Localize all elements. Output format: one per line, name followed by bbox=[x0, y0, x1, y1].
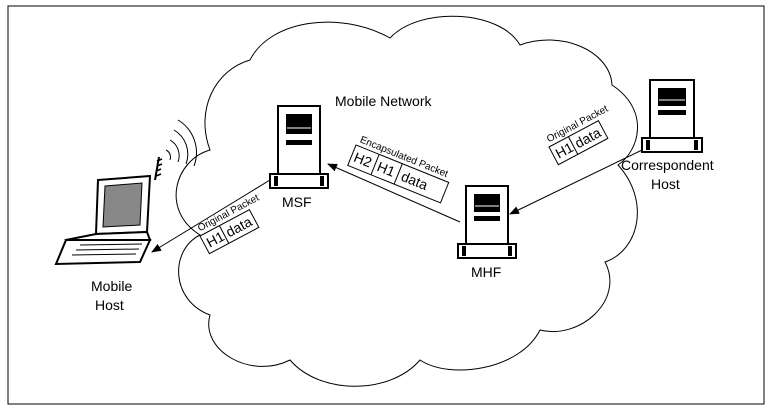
mhf-server-icon bbox=[457, 185, 517, 259]
msf-label: MSF bbox=[282, 194, 312, 210]
laptop-icon bbox=[54, 156, 163, 266]
packet-inner-header: H1 bbox=[375, 158, 398, 180]
wireless-signal-icon bbox=[165, 119, 197, 167]
mhf-label: MHF bbox=[471, 264, 501, 280]
correspondent-host-server-icon bbox=[641, 79, 703, 153]
mobile-host-label-line1: Mobile bbox=[91, 278, 132, 294]
arrow-msf-to-mobile-host bbox=[151, 179, 271, 253]
arrow-correspondent-to-mhf bbox=[509, 149, 643, 215]
arrow-mhf-to-msf bbox=[327, 163, 461, 223]
packet-header: H1 bbox=[553, 139, 577, 162]
mobile-host-label-line2: Host bbox=[95, 297, 124, 313]
packet-outer-header: H2 bbox=[352, 149, 375, 171]
correspondent-host-label-line1: Correspondent bbox=[621, 157, 714, 173]
msf-server-icon bbox=[269, 105, 329, 189]
correspondent-host-label-line2: Host bbox=[651, 176, 680, 192]
network-label: Mobile Network bbox=[335, 93, 432, 109]
packet-header: H1 bbox=[204, 228, 228, 251]
diagram-frame bbox=[7, 5, 765, 405]
